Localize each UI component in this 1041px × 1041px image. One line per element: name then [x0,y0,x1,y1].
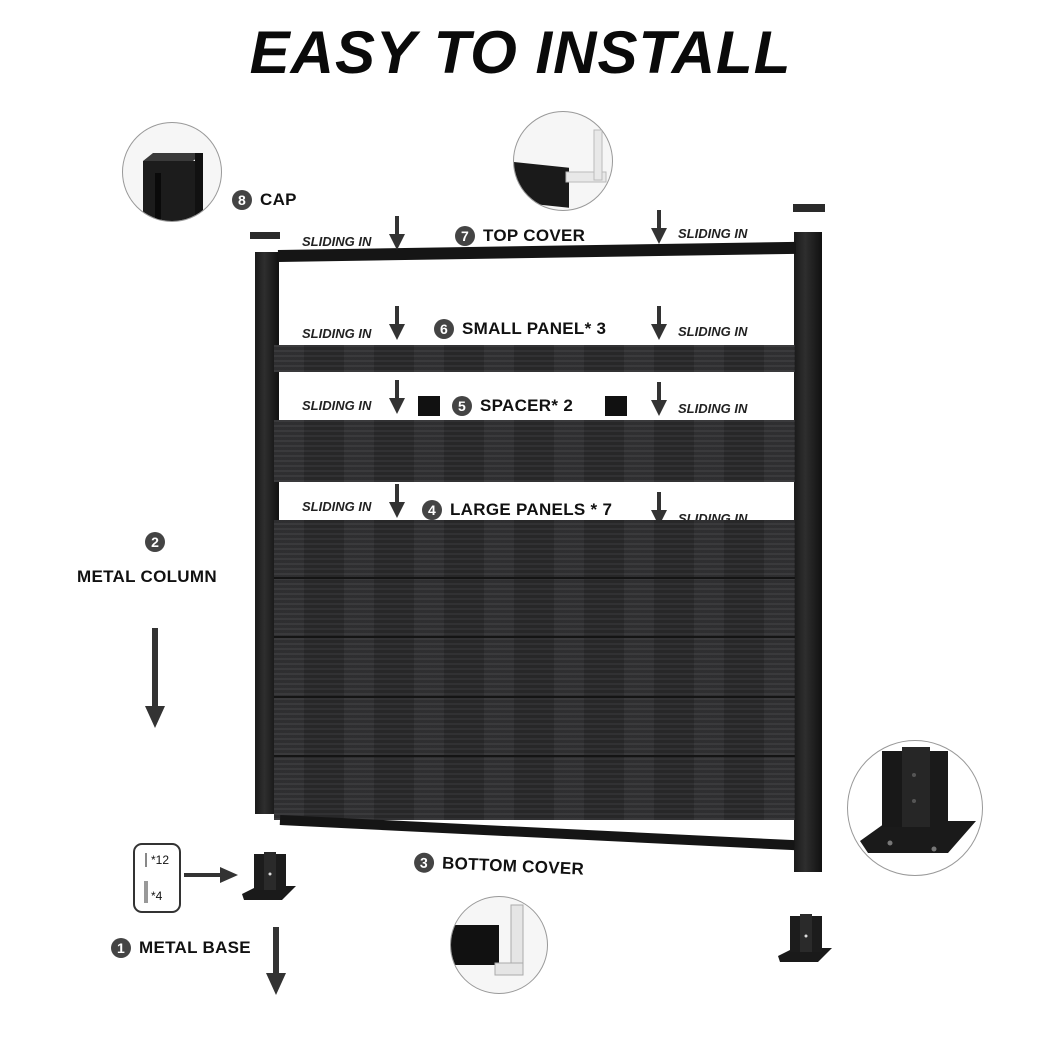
part-name: SMALL PANEL* 3 [462,319,607,338]
large-panels-stack [274,520,795,820]
part-name: SPACER* 2 [480,396,574,415]
screws-qty: *12 [151,853,170,867]
metal-base-detail-image [847,740,983,876]
metal-base-left [240,850,298,906]
cap-left [250,232,280,239]
step-badge: 7 [455,226,475,246]
step-badge: 5 [452,396,472,416]
top-cover-detail-image [513,111,613,211]
right-arrow-icon [184,867,238,888]
page-title: EASY TO INSTALL [249,19,792,86]
down-arrow-icon [389,484,405,523]
sliding-in-label: SLIDING IN [302,234,372,249]
sliding-in-label: SLIDING IN [678,226,748,241]
label-cap: 8 CAP [232,190,297,210]
spacer-block [605,396,627,416]
label-metal-base: 1 METAL BASE [111,938,251,958]
sliding-in-label: SLIDING IN [678,324,748,339]
cap-detail-image [122,122,222,222]
label-metal-column: METAL COLUMN [77,567,217,586]
panel-seam [274,636,795,638]
cap-right [793,204,825,212]
label-spacer: 5 SPACER* 2 [452,396,573,416]
right-metal-column [794,232,822,872]
step-badge: 2 [145,532,165,552]
part-name: BOTTOM COVER [441,853,585,879]
down-arrow-icon [266,927,286,1000]
label-top-cover: 7 TOP COVER [455,226,585,246]
sliding-in-label: SLIDING IN [302,326,372,341]
sliding-in-label: SLIDING IN [302,398,372,413]
panel-band [274,420,795,482]
small-panel [274,345,795,372]
part-name: LARGE PANELS * 7 [450,500,613,519]
bottom-cover-detail-image [450,896,548,994]
down-arrow-icon [145,628,165,733]
sliding-in-label: SLIDING IN [678,401,748,416]
part-name: CAP [260,190,297,209]
down-arrow-icon [651,382,667,421]
down-arrow-icon [389,306,405,345]
label-bottom-cover: 3 BOTTOM COVER [413,852,585,879]
down-arrow-icon [389,216,405,255]
step-badge: 4 [422,500,442,520]
sliding-in-label: SLIDING IN [302,499,372,514]
label-large-panels: 4 LARGE PANELS * 7 [422,500,612,520]
step-badge: 3 [413,852,435,874]
hardware-kit: *12 *4 [133,843,181,913]
panel-seam [274,755,795,757]
part-name: METAL BASE [139,938,251,957]
bolt-icon [144,881,148,903]
down-arrow-icon [651,306,667,345]
spacer-block [418,396,440,416]
screw-icon [145,853,147,867]
step-badge: 8 [232,190,252,210]
down-arrow-icon [651,492,667,531]
down-arrow-icon [389,380,405,419]
label-small-panel: 6 SMALL PANEL* 3 [434,319,606,339]
metal-base-right [776,912,834,968]
panel-seam [274,577,795,579]
down-arrow-icon [651,210,667,249]
bottom-cover-rail [279,815,795,851]
part-name: TOP COVER [483,226,586,245]
step-badge: 6 [434,319,454,339]
bolts-qty: *4 [151,889,163,903]
panel-seam [274,696,795,698]
step-badge: 1 [111,938,131,958]
